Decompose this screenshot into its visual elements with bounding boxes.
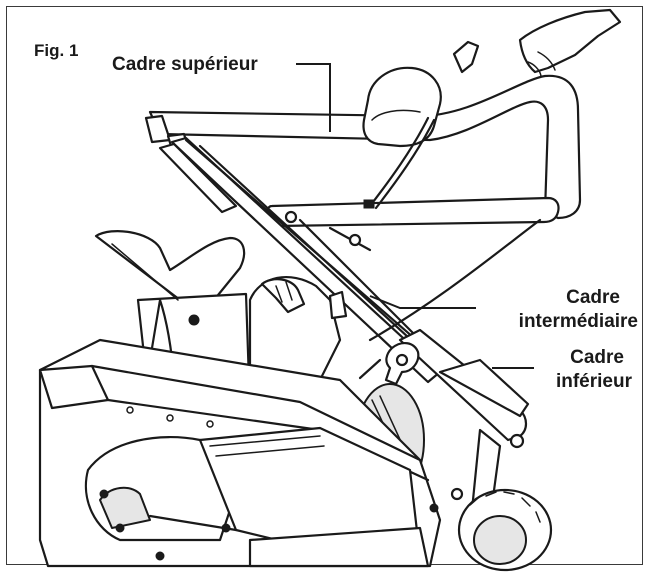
upper-frame-callout: Cadre supérieur [112, 54, 258, 75]
callout-leaders [296, 63, 534, 369]
lower-frame [358, 328, 530, 522]
figure-label: Fig. 1 [34, 41, 79, 60]
upper-frame-handle [144, 74, 582, 228]
middle-frame-leader [369, 295, 476, 309]
switch-box [362, 40, 480, 210]
wheel [457, 488, 553, 572]
hand-illustration [518, 8, 622, 77]
lower-frame-callout-line1: Cadre [570, 347, 624, 368]
auger-housing [38, 338, 442, 568]
upper-frame-leader [296, 63, 331, 132]
middle-frame-callout-line1: Cadre [566, 287, 620, 308]
lower-frame-callout-line2: inférieur [555, 371, 632, 392]
middle-frame-callout-line2: intermédiaire [518, 311, 638, 332]
